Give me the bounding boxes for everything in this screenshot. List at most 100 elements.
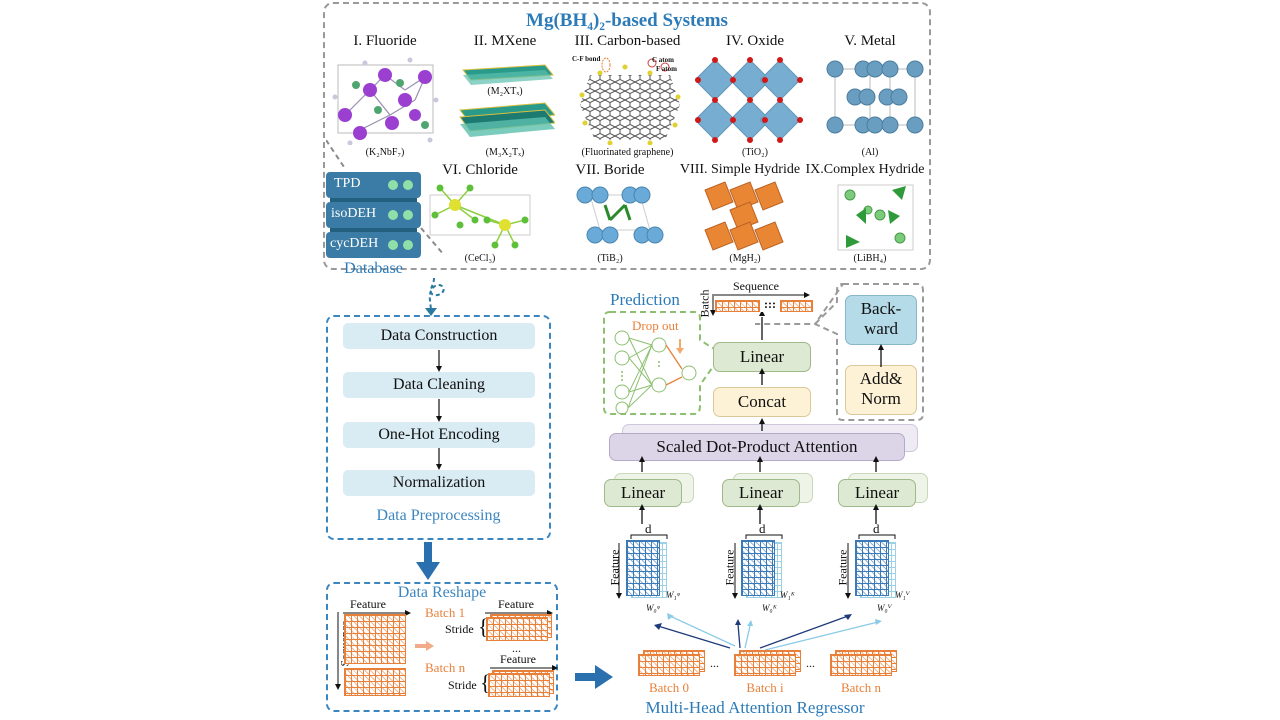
batch-n-label-model: Batch n: [840, 680, 882, 695]
system-label-boride: VII. Boride: [575, 162, 645, 178]
system-label-simple-hydride: VIII. Simple Hydride: [679, 162, 801, 177]
multi-head-attention-title: Multi-Head Attention Regressor: [645, 698, 865, 717]
formula-al: (Al): [861, 147, 879, 158]
preprocessing-panel: [326, 315, 551, 540]
flow-arrows: [639, 312, 884, 524]
c-atom-annotation: C atom: [652, 56, 674, 64]
simple-hydride-structure-image: [704, 181, 784, 251]
feature-axis-arrow: [343, 610, 411, 616]
database-label: Database: [344, 260, 403, 277]
concat-block[interactable]: Concat: [713, 387, 811, 417]
linear-output-block[interactable]: Linear: [713, 342, 811, 372]
system-label-mxene: II. MXene: [473, 33, 537, 49]
ellipsis: ...: [367, 659, 376, 673]
weight-w1-v: W₁ⱽ: [895, 590, 910, 600]
formula-tib2: (TiB₂): [597, 253, 623, 264]
sequence-matrix-top: [344, 614, 406, 664]
step-normalization[interactable]: Normalization: [343, 470, 535, 496]
step-one-hot-encoding[interactable]: One-Hot Encoding: [343, 422, 535, 448]
system-label-carbon: III. Carbon-based: [574, 33, 681, 49]
mxene-structure-image: [459, 64, 555, 137]
system-label-fluoride: I. Fluoride: [353, 33, 417, 49]
formula-m3x2tx: (M₃X₂Tₓ): [485, 147, 525, 158]
system-label-oxide: IV. Oxide: [725, 33, 785, 49]
status-dot-icon: [388, 210, 398, 220]
batch-0-matrix: [638, 654, 700, 676]
fluoride-structure-image: [332, 57, 439, 145]
f-atom-annotation: F atom: [656, 65, 677, 73]
add-norm-label-2: Norm: [861, 389, 901, 408]
batch-i-label: Batch i: [746, 680, 784, 695]
ellipsis: ...: [710, 656, 719, 670]
metal-structure-image: [826, 60, 924, 134]
database-item-label: TPD: [334, 176, 361, 191]
batch-i-matrix: [734, 654, 796, 676]
batch-1-matrix: [486, 617, 548, 641]
feature-axis-arrow: [490, 665, 558, 671]
batch-n-matrix: [830, 654, 892, 676]
prediction-title: Prediction: [610, 290, 680, 309]
ellipsis: ...: [806, 656, 815, 670]
oxide-structure-image: [695, 57, 803, 143]
system-label-metal: V. Metal: [844, 33, 896, 49]
stride-label-n: Stride: [448, 678, 477, 692]
step-data-construction[interactable]: Data Construction: [343, 323, 535, 349]
d-label-k: d: [759, 521, 766, 536]
sequence-axis-arrow: [335, 612, 341, 690]
status-dot-icon: [403, 210, 413, 220]
loop-arrow-icon: [425, 277, 445, 316]
feature-axis-arrow: [845, 543, 851, 599]
batch-n-matrix: [488, 673, 550, 697]
dropout-network-panel: [603, 311, 724, 415]
backward-block[interactable]: Back- ward: [845, 295, 917, 345]
feature-axis-arrow: [732, 543, 738, 599]
stride-label-1: Stride: [445, 622, 474, 636]
feature-label-batch-n: Feature: [500, 652, 536, 666]
database-item-isodeh[interactable]: isoDEH: [326, 202, 421, 228]
database-item-label: cycDEH: [330, 236, 379, 251]
stride-brace: {: [478, 614, 489, 639]
add-norm-label-1: Add&: [859, 369, 903, 388]
add-norm-block[interactable]: Add& Norm: [845, 365, 917, 415]
formula-m2xtx: (M₂XTₓ): [487, 86, 523, 97]
attention-block[interactable]: Scaled Dot-Product Attention: [609, 433, 905, 461]
database-divider: [330, 228, 417, 232]
reshape-panel: [326, 582, 558, 712]
status-dot-icon: [388, 180, 398, 190]
linear-q-block[interactable]: Linear: [604, 479, 682, 507]
reshape-title: Data Reshape: [397, 584, 487, 601]
batch-axis-arrow: [710, 296, 716, 316]
linear-v-block[interactable]: Linear: [838, 479, 916, 507]
database-item-label: isoDEH: [331, 206, 377, 221]
weight-matrix-k: [741, 540, 775, 596]
status-dot-icon: [388, 240, 398, 250]
batch-0-label: Batch 0: [648, 680, 690, 695]
database-item-cycdeh[interactable]: cycDEH: [326, 232, 421, 258]
systems-title: Mg(BH₄)₂-based Systems: [526, 10, 728, 31]
formula-tio2: (TiO₂): [742, 147, 768, 158]
down-arrow-icon: [416, 542, 440, 580]
weight-w1-q: W₁ᵠ: [666, 590, 680, 600]
weight-w0-v: W₀ⱽ: [877, 603, 892, 613]
output-sequence-label: Sequence: [733, 279, 779, 293]
feature-axis-arrow: [616, 543, 622, 599]
d-brace: [858, 534, 896, 539]
batch-1-label: Batch 1: [425, 605, 466, 620]
reshape-arrow-icon: [415, 641, 434, 651]
database-item-tpd[interactable]: TPD: [326, 172, 421, 198]
status-dot-icon: [403, 180, 413, 190]
chloride-structure-image: [429, 184, 531, 249]
stride-brace: {: [480, 670, 491, 695]
output-matrix-right: [780, 300, 813, 312]
database-divider: [330, 198, 417, 202]
database-connector-lines: [326, 140, 445, 256]
sequence-matrix-bottom: [344, 668, 406, 696]
preprocessing-title: Data Preprocessing: [376, 507, 501, 524]
output-ellipsis: :::: [764, 297, 776, 311]
d-label-v: d: [873, 521, 880, 536]
formula-k2nbf7: (K₂NbF₇): [365, 147, 405, 158]
formula-mgh2: (MgH₂): [729, 253, 761, 264]
step-data-cleaning[interactable]: Data Cleaning: [343, 372, 535, 398]
graphene-structure-image: [579, 57, 681, 145]
projection-arrows: [654, 613, 882, 651]
